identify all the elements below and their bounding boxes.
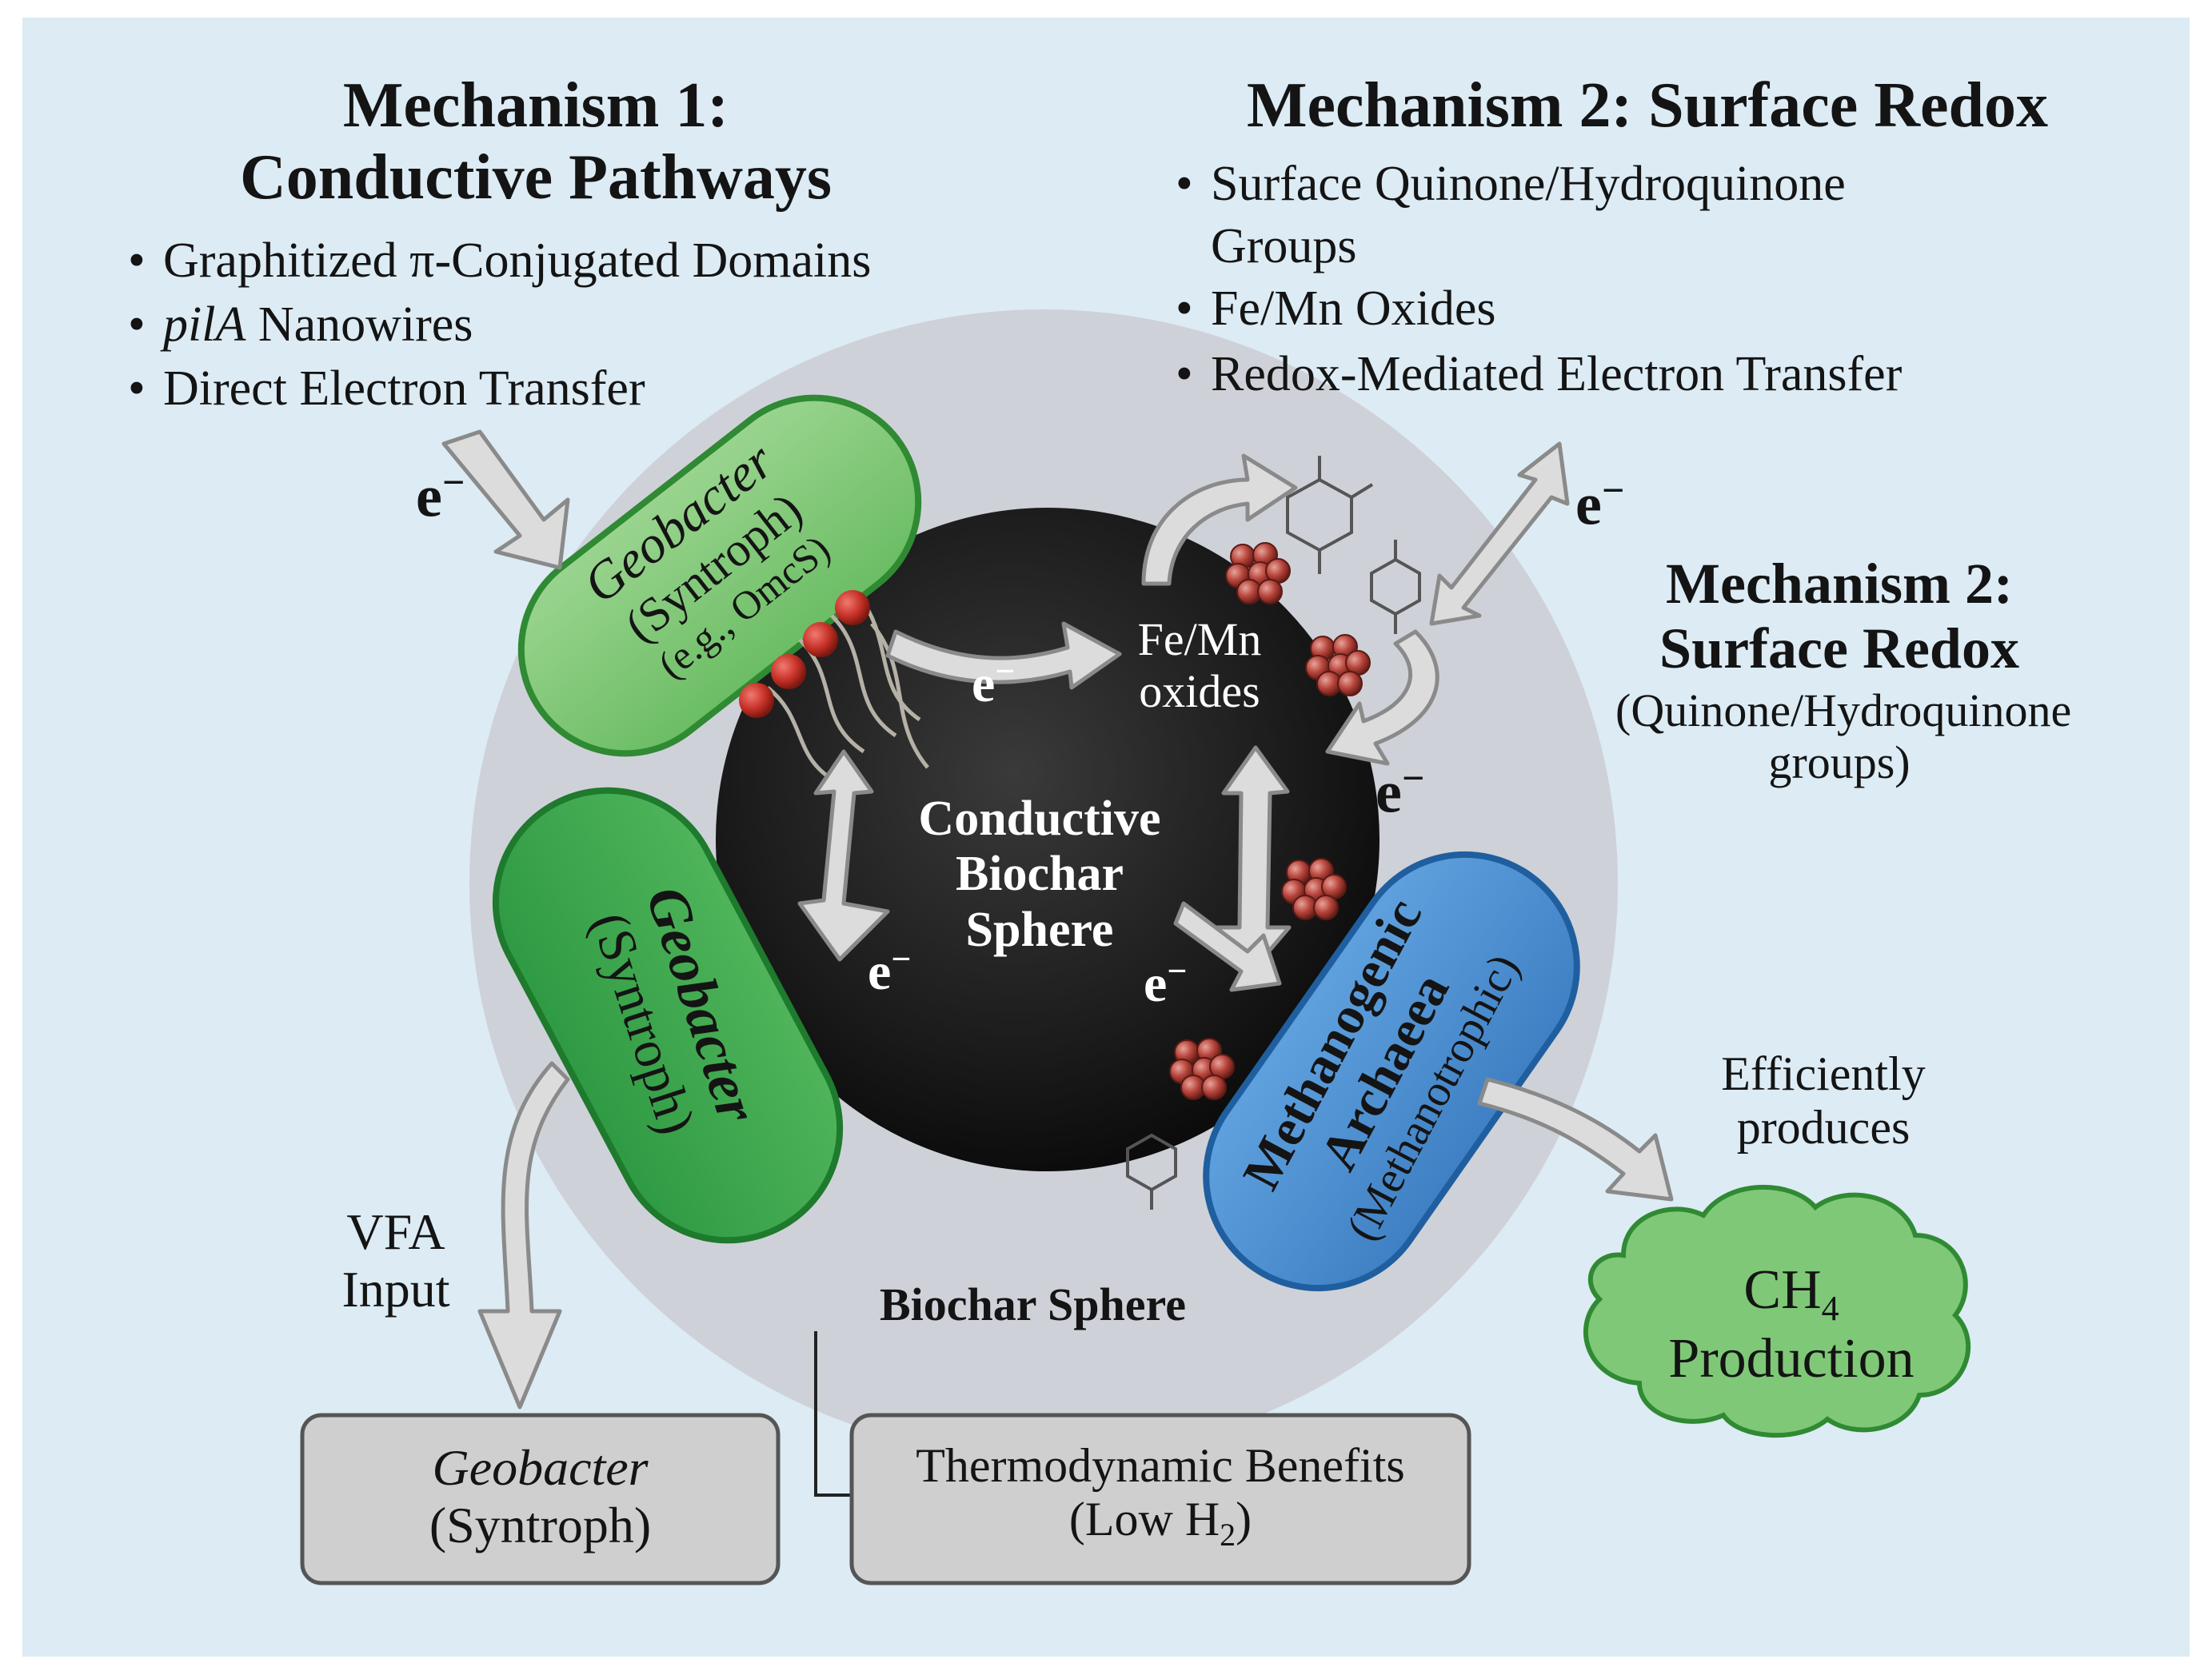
efficiency-label: Efficiently produces (1721, 1047, 1926, 1155)
mechanism2-top-bullets: •Surface Quinone/Hydroquinone Groups •Fe… (1176, 157, 1902, 411)
mechanism2-side-title-2: Surface Redox (1659, 616, 2019, 680)
mechanism2-side-sub-1: (Quinone/Hydroquinone (1615, 684, 2072, 737)
mechanism2-side-label: Mechanism 2: Surface Redox (Quinone/Hydr… (1615, 552, 2072, 789)
ch4-formula: CH4 (1743, 1259, 1839, 1328)
geobacter-box-label: Geobacter (Syntroph) (429, 1439, 652, 1553)
mechanism1-title: Mechanism 1: Conductive Pathways (184, 70, 888, 213)
arrows (441, 429, 1674, 1410)
electron-label-1: e− (416, 460, 465, 530)
thermo-box-label: Thermodynamic Benefits (Low H2) (852, 1439, 1469, 1553)
electron-label-2: e− (1575, 468, 1625, 538)
mechanism2-bullet-3: •Redox-Mediated Electron Transfer (1176, 347, 1903, 401)
mechanism2-bullet-1: •Surface Quinone/Hydroquinone (1176, 157, 1846, 211)
mechanism2-bullet-1-cont: Groups (1211, 219, 1357, 273)
archaea-cell (1203, 851, 1580, 1292)
electron-label-5: e− (868, 939, 912, 1001)
mechanism2-top-title: Mechanism 2: Surface Redox (1246, 70, 2049, 141)
thermo-line2: (Low H2) (1068, 1493, 1252, 1553)
thermo-box (849, 1413, 1471, 1585)
vfa-input-label: VFA Input (341, 1203, 450, 1318)
fe-mn-oxides-label: Fe/Mn oxides (1137, 613, 1262, 717)
outer-sphere-label: Biochar Sphere (880, 1278, 1186, 1330)
geobacter-box (300, 1413, 781, 1585)
electron-label-3: e− (1376, 756, 1425, 826)
mechanism1-title-line2: Conductive Pathways (239, 142, 832, 213)
electron-label-6: e− (1144, 951, 1188, 1013)
mechanism1-bullets: •Graphitized π-Conjugated Domains •pilA … (128, 233, 871, 425)
quinone-molecule-icon (1286, 456, 1374, 574)
hydroquinone-molecule-icon-2 (1126, 1133, 1177, 1210)
ch4-cloud (1583, 1185, 1971, 1438)
hydroquinone-molecule-icon (1370, 540, 1421, 634)
pili-beads (739, 590, 870, 718)
mechanism2-bullet-2: •Fe/Mn Oxides (1176, 281, 1496, 336)
geobacter-left-cell (492, 787, 844, 1244)
mechanism1-bullet-2: •pilA Nanowires (128, 297, 473, 352)
mechanism2-side-sub-2: groups) (1768, 736, 1911, 789)
thermo-connector (814, 1331, 852, 1497)
mechanism1-title-line1: Mechanism 1: (342, 70, 729, 141)
ch4-production-label: CH4 Production (1623, 1259, 1959, 1391)
mechanism2-side-title-1: Mechanism 2: (1666, 552, 2013, 616)
mechanism1-bullet-3: •Direct Electron Transfer (128, 361, 645, 416)
biochar-core-sphere (716, 508, 1380, 1171)
core-sphere-label: Conductive Biochar Sphere (918, 792, 1161, 957)
electron-label-4: e− (972, 652, 1016, 713)
mechanism1-bullet-1: •Graphitized π-Conjugated Domains (128, 233, 872, 288)
